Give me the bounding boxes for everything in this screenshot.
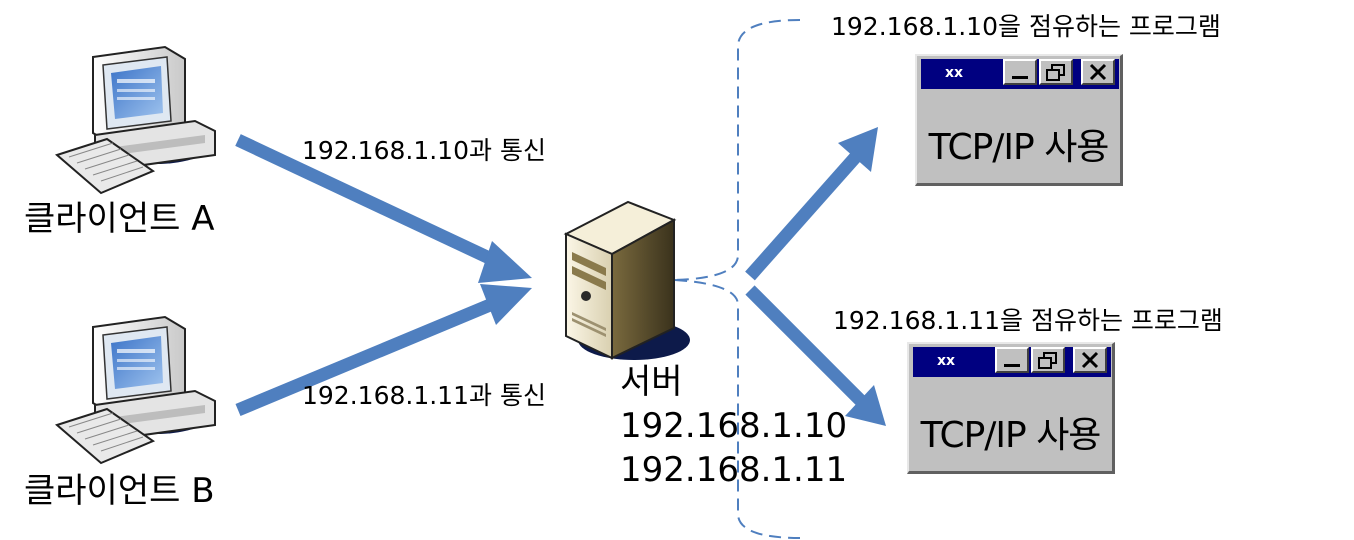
- minimize-icon: [1004, 364, 1020, 367]
- program-2-window: xx TCP/IP 사용: [907, 342, 1115, 474]
- server-ip: 192.168.1.11: [620, 450, 848, 490]
- window-body-text: TCP/IP 사용: [928, 127, 1110, 168]
- arrow-client-b-to-server: [235, 284, 532, 416]
- close-button[interactable]: [1081, 59, 1115, 85]
- restore-button[interactable]: [1039, 59, 1073, 85]
- server-ip: 192.168.1.10: [620, 406, 848, 446]
- client-a-label: 클라이언트 A: [24, 199, 215, 239]
- restore-icon: [1046, 64, 1065, 81]
- window-body-text: TCP/IP 사용: [920, 415, 1102, 456]
- arrow-server-to-program-2: [745, 285, 886, 426]
- program-1-window: xx TCP/IP 사용: [915, 54, 1123, 186]
- dashed-bracket: [674, 19, 801, 539]
- close-icon: [1081, 351, 1099, 369]
- restore-button[interactable]: [1031, 347, 1065, 373]
- arrow-client-a-to-server: [235, 134, 532, 283]
- server-icon: [563, 200, 690, 360]
- minimize-button[interactable]: [995, 347, 1029, 373]
- window-title: xx: [937, 353, 956, 369]
- program-2-title: 192.168.1.11을 점유하는 프로그램: [833, 306, 1223, 335]
- arrow-server-to-program-1: [745, 127, 878, 281]
- server-name: 서버: [620, 362, 683, 402]
- close-icon: [1089, 63, 1107, 81]
- client-b-label: 클라이언트 B: [24, 471, 215, 511]
- restore-icon: [1038, 352, 1057, 369]
- server-label: 서버 192.168.1.10 192.168.1.11: [620, 360, 847, 492]
- computer-icon: [54, 45, 216, 195]
- computer-icon: [54, 315, 216, 465]
- close-button[interactable]: [1073, 347, 1107, 373]
- window-title: xx: [945, 65, 964, 81]
- minimize-icon: [1012, 76, 1028, 79]
- client-b-link-label: 192.168.1.11과 통신: [302, 381, 546, 410]
- program-1-title: 192.168.1.10을 점유하는 프로그램: [831, 12, 1221, 41]
- minimize-button[interactable]: [1003, 59, 1037, 85]
- client-a-link-label: 192.168.1.10과 통신: [302, 136, 546, 165]
